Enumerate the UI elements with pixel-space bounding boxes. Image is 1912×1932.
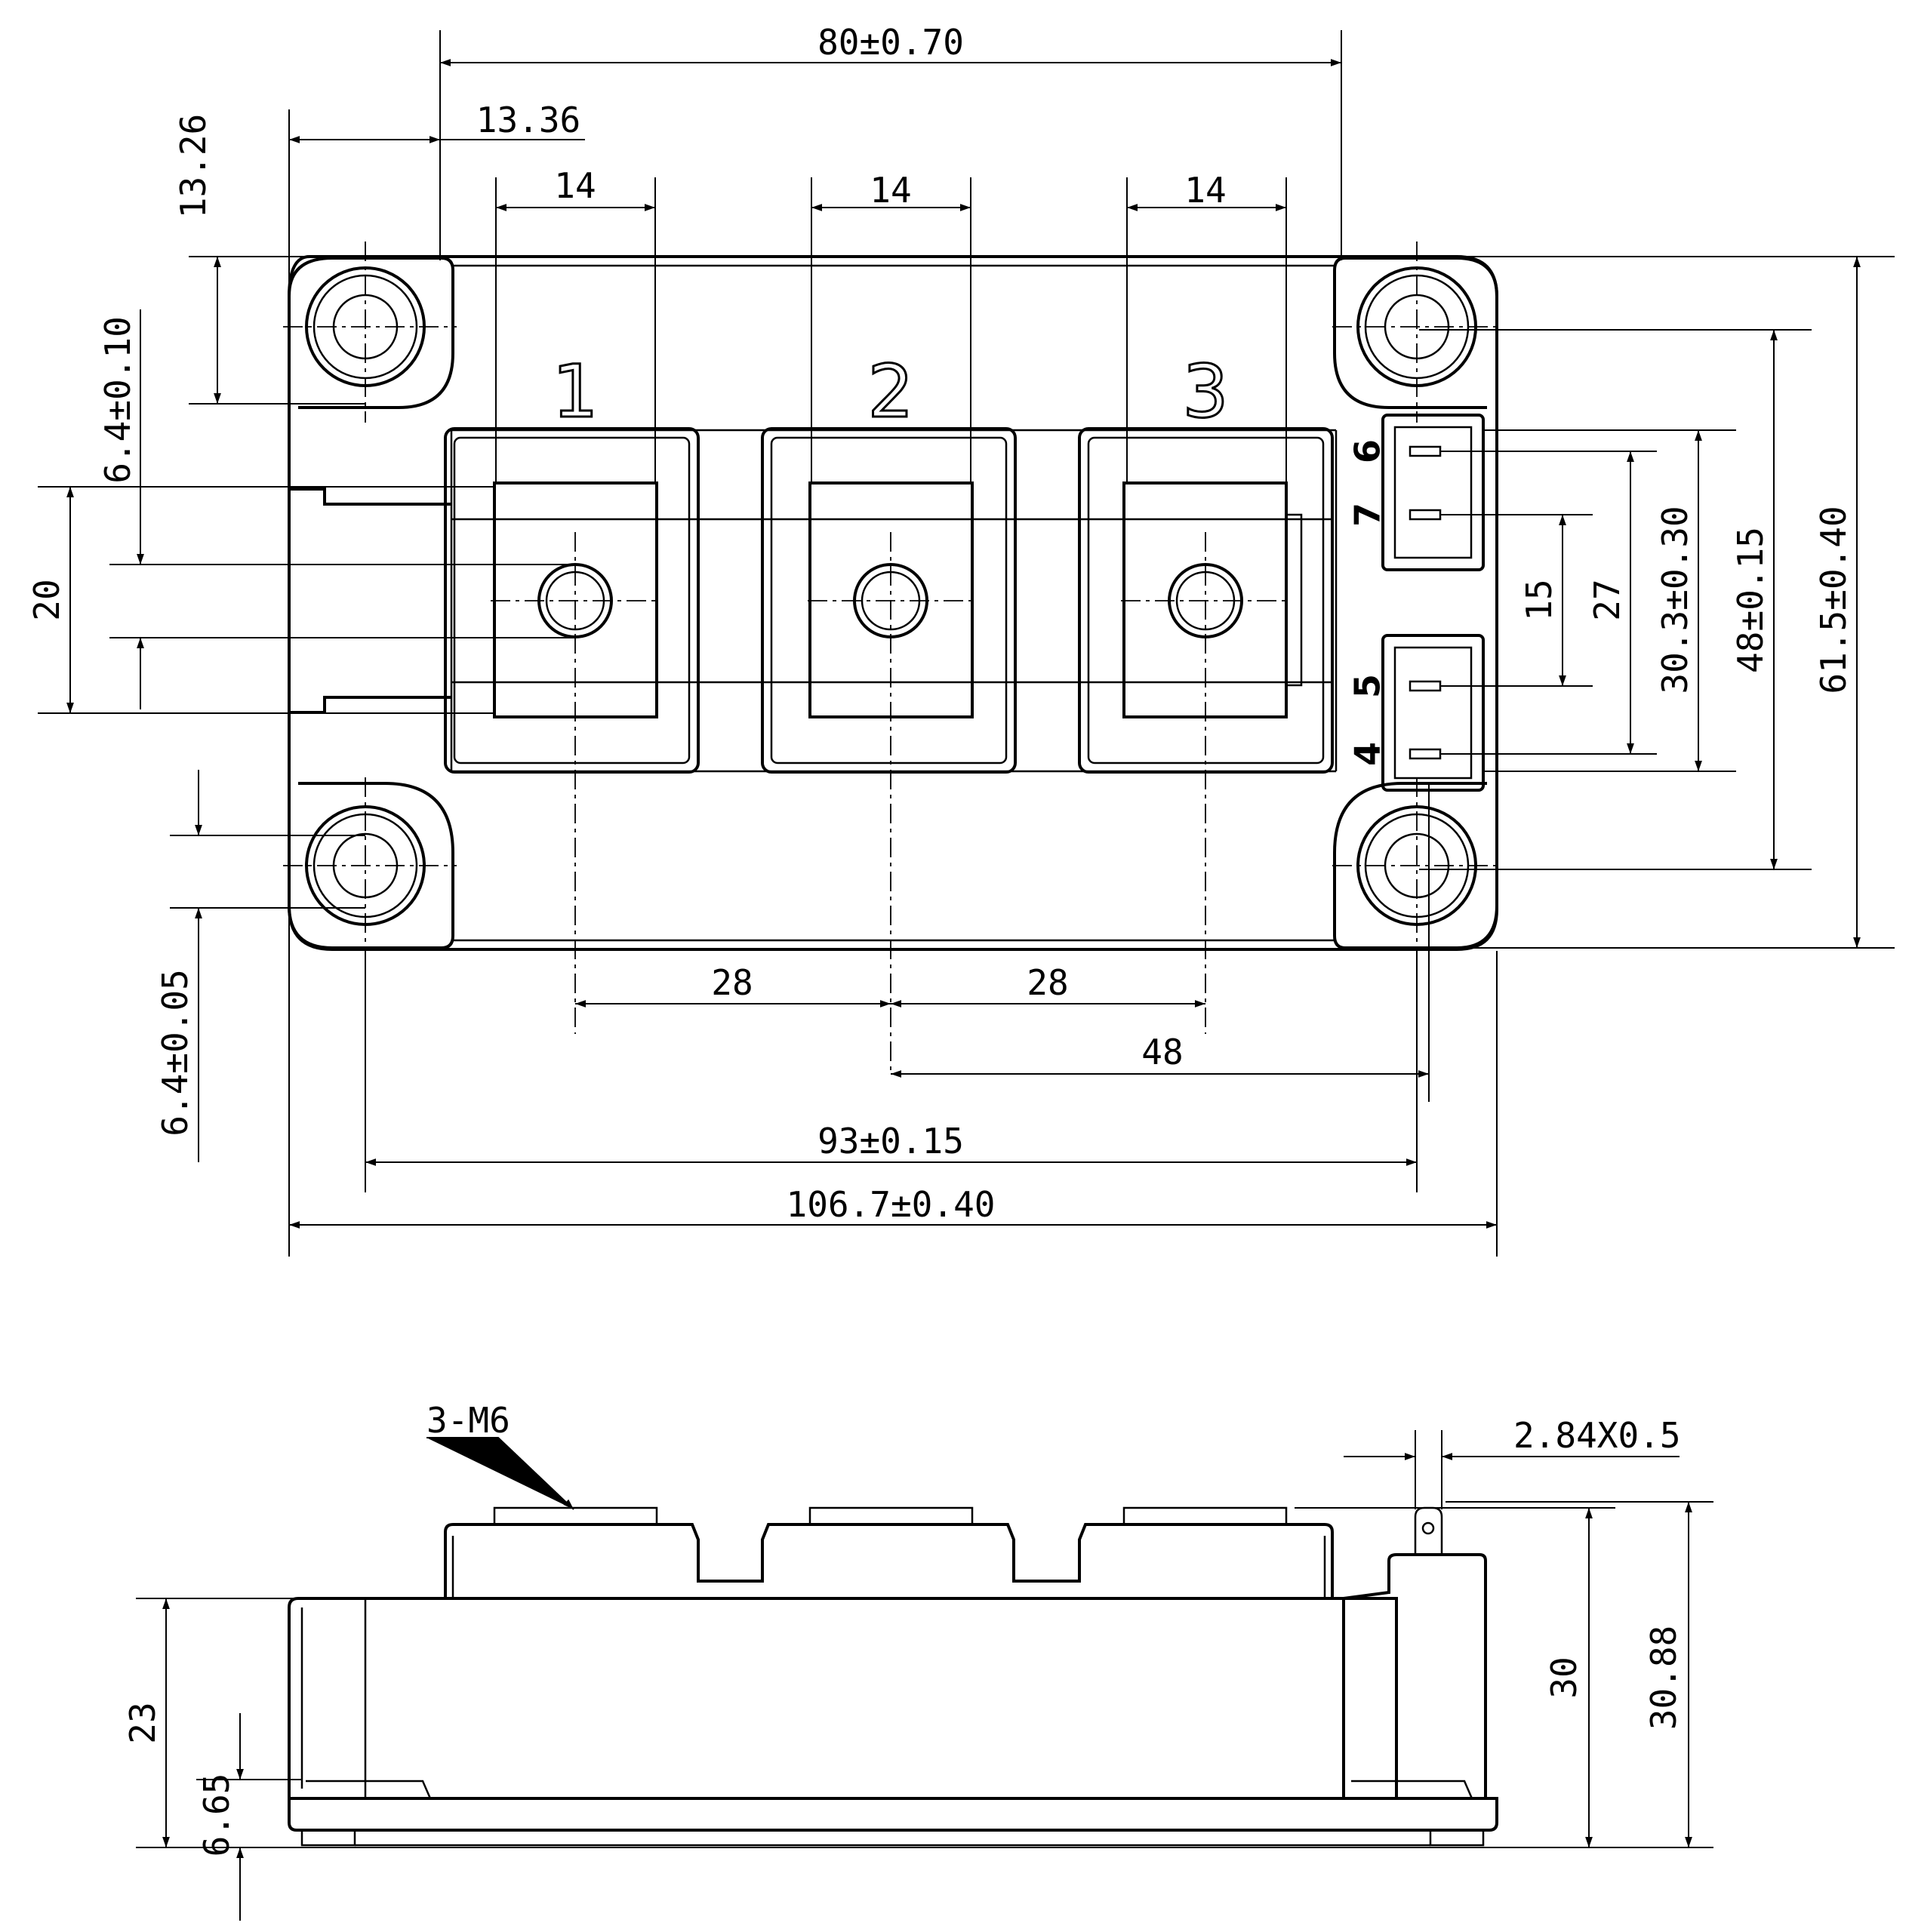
dim-offset-left: 13.36: [476, 100, 580, 140]
dim-terminal-height: 30: [1544, 1657, 1584, 1698]
dim-overall-height: 61.5±0.40: [1813, 506, 1854, 694]
pin-label-7: 7: [1347, 503, 1388, 527]
dim-base-height: 6.65: [196, 1774, 237, 1857]
side-view: 3-M6 2.84X0.5 23 6.65 30 30.88: [122, 1400, 1713, 1921]
terminal-nut-1: [493, 1506, 658, 1526]
dim-hole-dia-bottom: 6.4±0.05: [155, 969, 196, 1137]
dim-pin-pitch-15: 15: [1519, 579, 1559, 620]
housing-inner-outline: [453, 264, 1335, 942]
dim-tab-width-1: 14: [554, 165, 596, 206]
pin-label-4: 4: [1347, 742, 1388, 766]
dim-body-height: 23: [122, 1702, 163, 1743]
dim-terminal-pitch-2: 28: [1027, 962, 1068, 1003]
terminal-label-2: 2: [867, 349, 913, 434]
dim-mount-pitch-y: 48±0.15: [1730, 527, 1771, 673]
aux-pin: [1414, 1506, 1443, 1555]
dim-terminal-pitch-1: 28: [711, 962, 753, 1003]
pin-label-5: 5: [1347, 674, 1388, 698]
terminal-cap: [444, 1523, 1334, 1598]
dim-mount-pitch-x: 93±0.15: [817, 1121, 964, 1161]
label-screw-thread: 3-M6: [426, 1400, 510, 1441]
dim-overall-width: 106.7±0.40: [787, 1184, 996, 1225]
left-latch: [289, 488, 451, 714]
terminal-label-3: 3: [1182, 349, 1228, 434]
terminal-label-1: 1: [552, 349, 598, 434]
mount-hole-top-right: [1332, 242, 1502, 423]
aux-connector-lower: [1381, 634, 1657, 792]
mount-hole-top-left: [283, 242, 457, 423]
dim-tab-height: 20: [26, 579, 67, 620]
housing-body: [288, 1597, 1398, 1798]
dim-pin-offset: 48: [1141, 1032, 1183, 1072]
base-plate: [288, 1797, 1498, 1832]
mount-hole-bottom-right: [1332, 777, 1502, 958]
terminal-nut-2: [808, 1506, 974, 1526]
pin-label-6: 6: [1347, 439, 1388, 463]
dim-hole-dia-top: 6.4±0.10: [97, 316, 138, 484]
dim-overall-pitch: 80±0.70: [817, 22, 964, 63]
dim-tab-width-2: 14: [870, 170, 911, 211]
dim-pin-span: 30.3±0.30: [1655, 506, 1695, 694]
dim-pin-height: 30.88: [1643, 1626, 1684, 1730]
dim-offset-top: 13.26: [173, 114, 214, 218]
aux-pin-housing: [1342, 1553, 1487, 1798]
mount-hole-bottom-left: [283, 777, 457, 958]
dim-tab-width-3: 14: [1184, 170, 1226, 211]
dim-pin-pitch-27: 27: [1587, 579, 1627, 620]
aux-connector-upper: [1381, 414, 1657, 571]
terminal-nut-3: [1122, 1506, 1288, 1526]
dim-pin-size: 2.84X0.5: [1513, 1415, 1681, 1456]
top-view: 1 2 3 6 7 5 4: [26, 22, 1895, 1257]
